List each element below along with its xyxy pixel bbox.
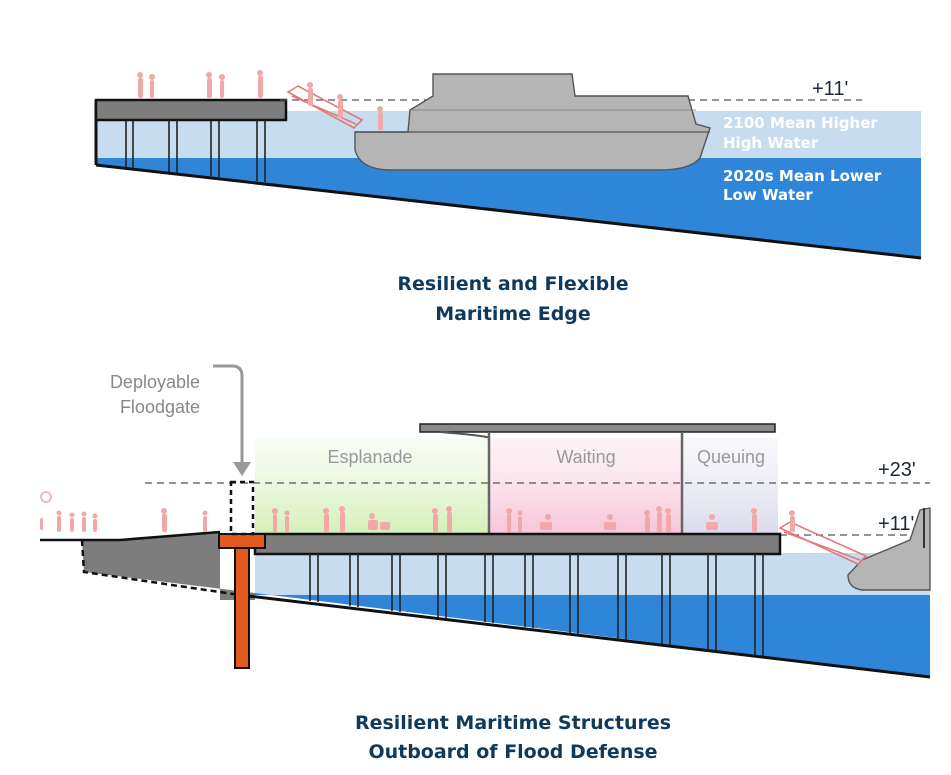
waiting-label: Waiting [556,447,615,467]
top-gangway-ramp [286,85,364,129]
esplanade-label: Esplanade [327,447,412,467]
floodgate-label-2: Floodgate [120,397,200,417]
bottom-seabed-line [239,593,931,679]
queuing-zone [682,438,778,534]
top-low-water-label-2: Low Water [723,186,813,204]
bottom-title-line1: Resilient Maritime Structures [355,712,671,734]
top-pier-deck [94,98,288,122]
bottom-land-fill [82,532,255,600]
top-ferry-boat [354,73,711,171]
canopy-structure [419,423,776,534]
bottom-section: Deployable Floodgate Esplanade Waiting Q… [40,364,931,763]
flood-wall [218,533,266,669]
top-people [137,70,383,130]
bottom-land-dashed-edge [80,539,241,597]
bottom-ferry-boat [847,507,931,591]
top-section: +11' 2100 Mean Higher High Water 2020s M… [94,70,922,325]
bottom-ground-line [40,530,221,542]
top-low-water-label-1: 2020s Mean Lower [723,167,882,185]
bottom-people [40,491,795,532]
top-seabed-line [95,163,922,260]
bottom-high-water [255,553,930,595]
deployable-floodgate [229,480,255,536]
floodgate-label-1: Deployable [110,372,200,392]
top-high-water-label-2: High Water [723,134,819,152]
top-high-water-label-1: 2100 Mean Higher [723,114,878,132]
bottom-title-line2: Outboard of Flood Defense [368,741,657,763]
top-title-line1: Resilient and Flexible [397,273,628,295]
bottom-pier-deck [253,532,782,556]
bottom-pier-piles [309,554,764,656]
top-elevation-label: +11' [812,78,848,100]
top-title-line2: Maritime Edge [435,303,591,325]
top-pier-piles [125,120,266,182]
elevation-23-label: +23' [878,459,916,481]
floodgate-arrow-head [233,462,251,476]
top-low-water [96,158,921,258]
floodgate-leader-arrow [213,364,244,462]
bottom-gangway-ramp [778,521,868,565]
queuing-label: Queuing [697,447,765,467]
elevation-11-label: +11' [878,513,914,535]
